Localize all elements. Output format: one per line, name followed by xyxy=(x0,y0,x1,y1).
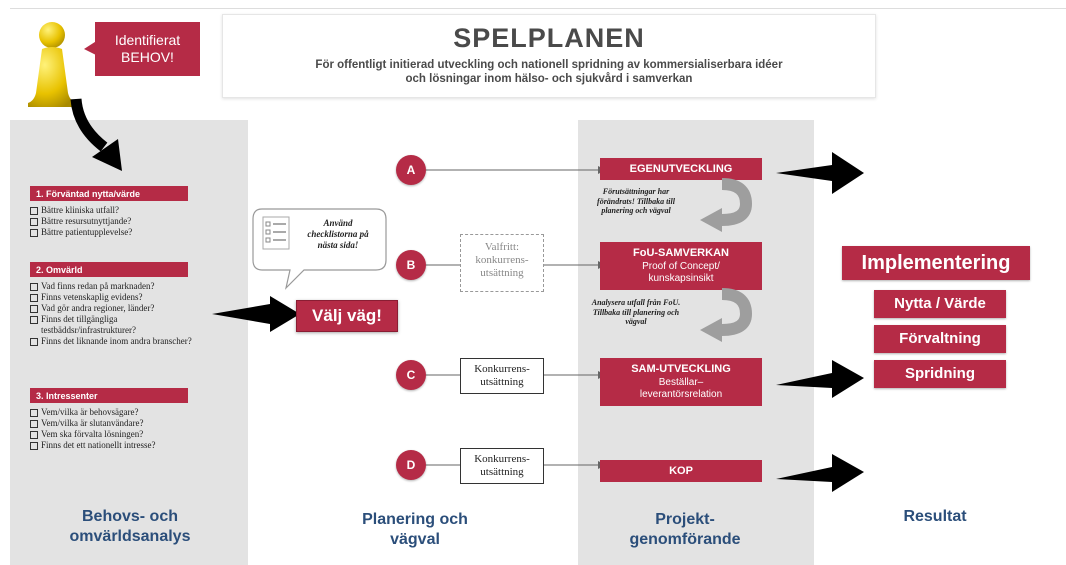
need-badge: Identifierat BEHOV! xyxy=(95,22,200,76)
stage-kop: KOP xyxy=(600,460,762,482)
benefit-list: Bättre kliniska utfall? Bättre resursutn… xyxy=(30,205,230,238)
need-badge-text: Identifierat BEHOV! xyxy=(114,32,181,65)
list-item: Vad gör andra regioner, länder? xyxy=(30,303,230,314)
route-lines xyxy=(426,166,606,469)
result-benefit: Nytta / Värde xyxy=(874,290,1006,318)
execution-panel xyxy=(578,120,814,565)
list-item: Finns det ett nationellt intresse? xyxy=(30,440,181,451)
stage-egenutveckling-title: EGENUTVECKLING xyxy=(629,163,733,175)
checklist-icon xyxy=(262,216,290,250)
column-label-planning: Planering och vägval xyxy=(362,511,468,548)
feedback-arrow-1-icon xyxy=(700,178,753,232)
environment-list: Vad finns redan på marknaden? Finns vete… xyxy=(30,281,230,347)
stage-kop-title: KOP xyxy=(669,465,693,477)
stage-fou-title: FoU-SAMVERKAN xyxy=(633,247,729,259)
result-management: Förvaltning xyxy=(874,325,1006,353)
column-label-execution: Projekt-genomförande xyxy=(629,511,741,548)
route-b-marker: B xyxy=(396,250,426,280)
result-arrow-d-icon xyxy=(776,454,864,492)
list-item: Finns det tillgängliga testbäddsr/infras… xyxy=(30,314,181,336)
list-item: Vem/vilka är behovsägare? xyxy=(30,407,230,418)
page-subtitle: För offentligt initierad utveckling och … xyxy=(315,59,783,85)
stage-samutveckling-title: SAM-UTVECKLING xyxy=(631,363,731,375)
result-arrow-a-icon xyxy=(776,152,864,194)
route-b-procurement: Valfritt: konkurrens-utsättning xyxy=(460,234,544,292)
list-item: Finns vetenskaplig evidens? xyxy=(30,292,230,303)
choose-path-button: Välj väg! xyxy=(296,300,398,332)
route-c-procurement: Konkurrens-utsättning xyxy=(460,358,544,394)
bubble-text: Använd checklistorna på nästa sida! xyxy=(307,218,369,250)
title-box: SPELPLANEN För offentligt initierad utve… xyxy=(222,14,876,98)
result-arrow-c-icon xyxy=(776,360,864,398)
stakeholders-list: Vem/vilka är behovsägare? Vem/vilka är s… xyxy=(30,407,230,451)
stage-fou-sub: Proof of Concept/ kunskapsinsikt xyxy=(642,261,720,284)
left-to-choose-arrow-icon xyxy=(212,296,300,332)
column-label-result: Resultat xyxy=(903,508,967,525)
list-item: Vad finns redan på marknaden? xyxy=(30,281,230,292)
route-d-marker: D xyxy=(396,450,426,480)
list-item: Bättre patientupplevelse? xyxy=(30,227,230,238)
stage-samutveckling-sub: Beställar–leverantörsrelation xyxy=(639,377,723,400)
section-head-benefit: 1. Förväntad nytta/värde xyxy=(30,186,188,201)
section-head-stakeholders: 3. Intressenter xyxy=(30,388,188,403)
route-a-marker: A xyxy=(396,155,426,185)
route-c-marker: C xyxy=(396,360,426,390)
list-item: Vem ska förvalta lösningen? xyxy=(30,429,230,440)
stage-samutveckling: SAM-UTVECKLING Beställar–leverantörsrela… xyxy=(600,358,762,406)
feedback-arrow-2-icon xyxy=(700,288,753,342)
feedback-note-1: Förutsättningar har förändrats! Tillbaka… xyxy=(597,187,675,215)
stage-fou: FoU-SAMVERKAN Proof of Concept/ kunskaps… xyxy=(600,242,762,290)
list-item: Bättre resursutnyttjande? xyxy=(30,216,230,227)
list-item: Vem/vilka är slutanvändare? xyxy=(30,418,230,429)
section-head-environment: 2. Omvärld xyxy=(30,262,188,277)
list-item: Finns det liknande inom andra branscher? xyxy=(30,336,211,347)
badge-pointer-icon xyxy=(84,40,98,56)
column-label-analysis: Behovs- och omvärldsanalys xyxy=(69,508,191,545)
result-spread: Spridning xyxy=(874,360,1006,388)
down-arrow-icon xyxy=(70,98,122,171)
pawn-icon xyxy=(28,22,76,107)
stage-egenutveckling: EGENUTVECKLING xyxy=(600,158,762,180)
header-area xyxy=(10,8,1066,119)
feedback-note-2: Analysera utfall från FoU. Tillbaka till… xyxy=(591,298,681,326)
list-item: Bättre kliniska utfall? xyxy=(30,205,230,216)
route-d-procurement: Konkurrens-utsättning xyxy=(460,448,544,484)
page-title: SPELPLANEN xyxy=(453,23,645,53)
implementation-box: Implementering xyxy=(842,246,1030,280)
